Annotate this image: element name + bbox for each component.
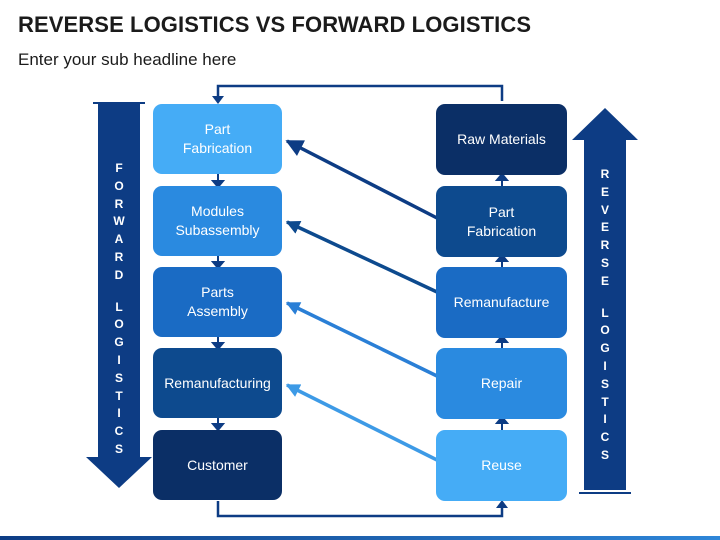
right-chain-connectors (494, 172, 510, 431)
reverse-step-raw-materials: Raw Materials (436, 104, 567, 175)
footer-accent-bar (0, 536, 720, 540)
arrow-fabrication-to-fabrication (285, 139, 438, 220)
forward-step-customer: Customer (153, 430, 282, 500)
forward-step-remanufacturing: Remanufacturing (153, 348, 282, 418)
arrow-repair-to-parts (285, 301, 438, 378)
forward-logistics-arrow (86, 102, 152, 488)
reverse-step-repair: Repair (436, 348, 567, 419)
arrow-remanufacture-to-modules (285, 220, 438, 294)
arrow-reuse-to-remanufacturing (285, 383, 438, 462)
forward-step-part-fabrication: Part Fabrication (153, 104, 282, 174)
page-title: REVERSE LOGISTICS VS FORWARD LOGISTICS (18, 12, 532, 37)
diagonal-arrows (285, 139, 438, 462)
forward-step-parts-assembly: Parts Assembly (153, 267, 282, 337)
reverse-step-reuse: Reuse (436, 430, 567, 501)
forward-step-modules-subassembly: Modules Subassembly (153, 186, 282, 256)
top-loop-connector (212, 84, 504, 104)
reverse-step-part-fabrication: Part Fabrication (436, 186, 567, 257)
bottom-loop-connector (216, 500, 508, 518)
reverse-step-remanufacture: Remanufacture (436, 267, 567, 338)
page-subtitle: Enter your sub headline here (18, 50, 237, 69)
reverse-logistics-arrow (572, 108, 638, 494)
